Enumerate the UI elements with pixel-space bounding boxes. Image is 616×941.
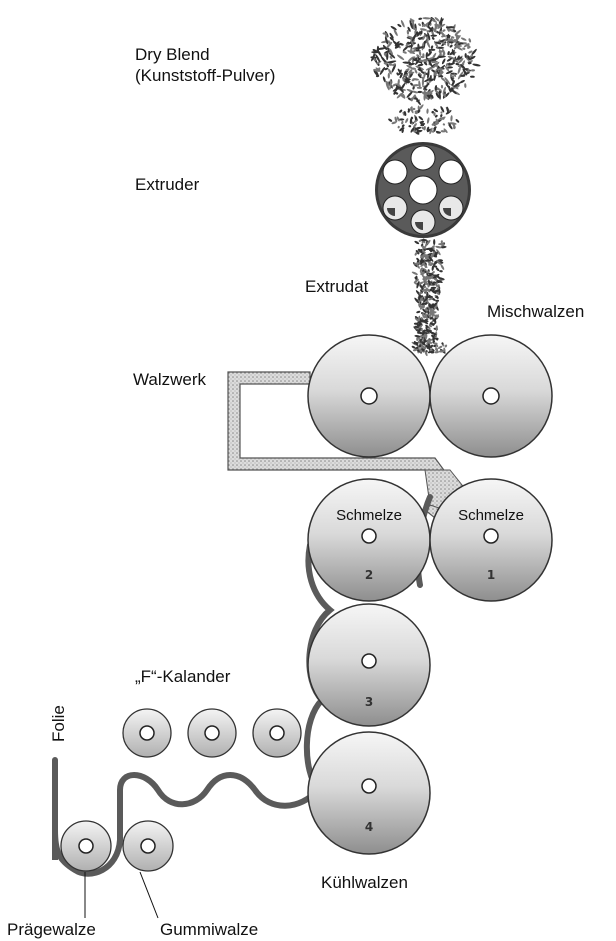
roll-number-2: 2	[365, 568, 373, 582]
extruder-unit	[375, 142, 471, 238]
label-mischwalzen: Mischwalzen	[487, 302, 584, 321]
rubber-roll	[122, 820, 174, 872]
roll-number-3: 3	[365, 695, 373, 709]
mixing-roll-left	[307, 334, 431, 458]
label-extruder: Extruder	[135, 175, 200, 194]
roll-number-4: 4	[365, 820, 373, 834]
powder-cloud	[370, 16, 481, 135]
mixing-roll-right	[429, 334, 553, 458]
extrudat-stream	[411, 238, 448, 357]
leader-gummiwalze	[139, 871, 159, 919]
calender-roll-2	[307, 478, 431, 602]
label-walzwerk: Walzwerk	[133, 370, 207, 389]
label-schmelze-left: Schmelze	[336, 507, 402, 524]
calender-roll-3	[307, 603, 431, 727]
label-kuehlwalzen: Kühlwalzen	[321, 873, 408, 892]
cooling-roll-a	[122, 708, 172, 758]
label-dry-blend: Dry Blend	[135, 45, 210, 64]
cooling-roll-b	[187, 708, 237, 758]
label-folie: Folie	[49, 705, 68, 742]
calender-roll-4	[307, 731, 431, 855]
roll-number-1: 1	[487, 568, 495, 582]
cooling-roll-c	[252, 708, 302, 758]
embossing-roll	[60, 820, 112, 872]
label-extrudat: Extrudat	[305, 277, 369, 296]
label-gummiwalze: Gummiwalze	[160, 920, 258, 939]
label-schmelze-right: Schmelze	[458, 507, 524, 524]
calender-roll-1	[429, 478, 553, 602]
label-praegewalze: Prägewalze	[7, 920, 96, 939]
label-f-kalander: „F“-Kalander	[135, 667, 231, 686]
label-dry-blend-sub: (Kunststoff-Pulver)	[135, 66, 275, 85]
